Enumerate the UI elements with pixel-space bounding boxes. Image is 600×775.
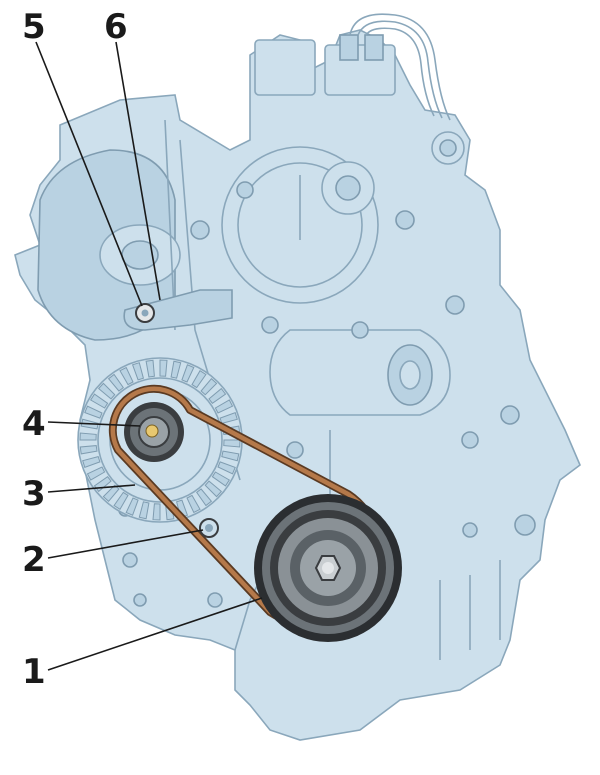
alternator-fin [219,411,238,425]
lower-bolt-icon [199,518,219,538]
callout-label-1: 1 [22,652,46,692]
alternator-fin [97,382,116,400]
leader-1 [47,597,263,671]
leader-4 [47,421,141,427]
alternator-fin [217,461,236,475]
alternator-fin [159,359,168,377]
crankshaft-pulley-icon [254,494,402,642]
callout-label-6: 6 [104,7,128,47]
alternator-fin [119,366,134,386]
alternator-fin [214,399,234,414]
alternator-fin [196,488,213,507]
alternator-fin [181,364,195,383]
alternator-fin [145,359,155,378]
alternator-fin [79,432,97,441]
alternator-fin [208,387,227,404]
callout-labels: 1 2 3 4 5 6 [22,7,128,692]
alternator-fin [131,362,145,381]
alternator-fin [113,491,129,511]
alternator-fin [211,471,231,487]
leader-5 [35,41,143,307]
tensioner-bolt-icon [135,303,155,323]
alternator-fin [223,439,241,448]
alternator-fin [79,445,98,455]
callout-label-3: 3 [22,474,46,514]
alternator-fin [107,373,124,392]
alternator-fin [125,497,139,516]
alternator-fin [200,377,218,396]
leader-6 [115,41,161,301]
callout-leaders [35,41,263,671]
alternator-pulley-icon [124,402,184,462]
callout-label-2: 2 [22,540,46,580]
leader-2 [47,529,204,559]
callout-label-4: 4 [22,404,46,444]
alternator-fin [170,360,182,379]
alternator-fin [191,369,207,389]
alternator-fin [82,455,101,469]
alternator-fin [186,494,201,514]
alternator-fin [138,501,150,520]
alternator-fin [89,393,109,409]
alternator-fin [152,503,161,521]
alternator-fin [221,450,240,462]
alternator-fin [84,405,103,419]
alternator-fin [86,466,106,481]
callout-label-5: 5 [22,7,46,47]
alternator-fin [204,480,223,498]
leader-3 [47,484,136,493]
